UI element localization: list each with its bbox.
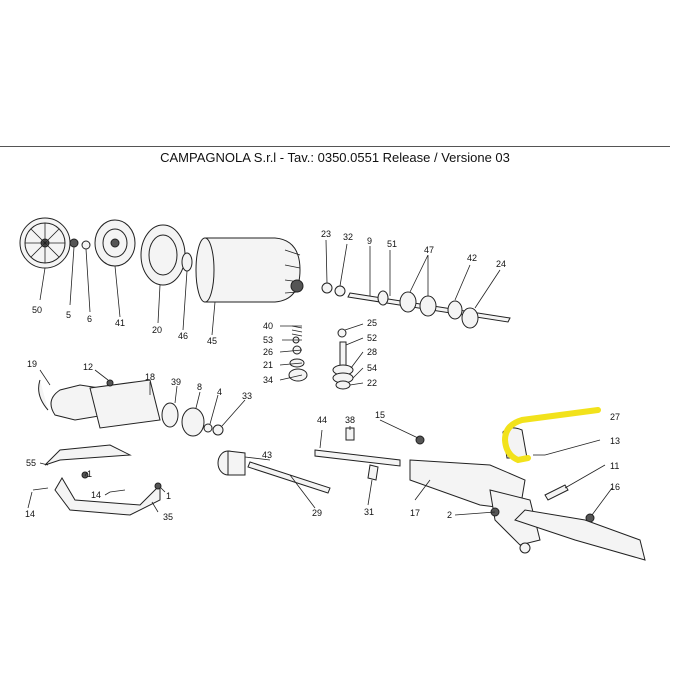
part-label-45: 45 (207, 336, 217, 346)
arm-part-17 (409, 459, 541, 546)
part-label-20: 20 (152, 325, 162, 335)
part-label-5: 5 (66, 310, 71, 320)
part-label-14a: 14 (25, 509, 35, 519)
part-label-12: 12 (83, 362, 93, 372)
valve-assembly-part-52 (332, 328, 354, 390)
bearing-part-46 (181, 252, 193, 272)
part-label-21: 21 (263, 360, 273, 370)
part-label-29: 29 (312, 508, 322, 518)
bearing-part-8 (181, 407, 205, 437)
seal-part-39 (161, 402, 179, 428)
part-label-16: 16 (610, 482, 620, 492)
part-label-33: 33 (242, 391, 252, 401)
link-part-44 (314, 449, 401, 467)
washer-part-5 (69, 238, 79, 248)
part-label-18: 18 (145, 372, 155, 382)
part-label-19: 19 (27, 359, 37, 369)
part-label-40: 40 (263, 321, 273, 331)
part-label-14b: 14 (91, 490, 101, 500)
part-label-6: 6 (87, 314, 92, 324)
part-label-55: 55 (26, 458, 36, 468)
part-label-52: 52 (367, 333, 377, 343)
part-label-27: 27 (610, 412, 620, 422)
part-label-53: 53 (263, 335, 273, 345)
part-label-35: 35 (163, 512, 173, 522)
ring-part-33 (212, 424, 224, 436)
frame-part-35 (54, 477, 161, 516)
bearing-part-51 (377, 290, 389, 306)
bracket-part-55 (44, 444, 132, 466)
part-label-42: 42 (467, 253, 477, 263)
housing-part-18 (50, 379, 161, 429)
seal-part-32 (334, 285, 346, 297)
part-label-47: 47 (424, 245, 434, 255)
part-label-4: 4 (217, 387, 222, 397)
nut-part-6 (81, 240, 91, 250)
part-27-highlight (501, 407, 601, 464)
cover-part-20 (140, 224, 186, 286)
ring-part-23 (321, 282, 333, 294)
part-label-26: 26 (263, 347, 273, 357)
part-label-50: 50 (32, 305, 42, 315)
bracket-lower (514, 509, 646, 561)
part-label-24: 24 (496, 259, 506, 269)
pulley-part-41 (94, 219, 136, 267)
wheel-part-50 (19, 217, 71, 269)
part-label-11: 11 (610, 461, 619, 471)
screw-part-12 (106, 379, 114, 387)
part-label-28: 28 (367, 347, 377, 357)
bolt-part-14a (32, 487, 49, 491)
pin-part-31 (367, 464, 379, 481)
part-label-13: 13 (610, 436, 620, 446)
part-label-43: 43 (262, 450, 272, 460)
part-label-31: 31 (364, 507, 374, 517)
arm-part-19 (38, 379, 49, 411)
part-label-2: 2 (447, 510, 452, 520)
bolt-part-14b (109, 489, 126, 493)
part-label-15: 15 (375, 410, 385, 420)
bushing-part-43 (217, 450, 246, 476)
ring-part-4 (203, 423, 213, 433)
part-label-8: 8 (197, 382, 202, 392)
hole-marker (519, 542, 531, 554)
spring-assembly-part-40 (288, 325, 308, 382)
bearing-part-42 (447, 300, 463, 320)
drawing-title: CAMPAGNOLA S.r.l - Tav.: 0350.0551 Relea… (160, 150, 510, 165)
bushing-part-47a (399, 291, 417, 313)
part-label-32: 32 (343, 232, 353, 242)
part-label-41: 41 (115, 318, 125, 328)
part-label-23: 23 (321, 229, 331, 239)
part-label-1b: 1 (166, 491, 171, 501)
part-label-17: 17 (410, 508, 420, 518)
rod-part-29 (247, 461, 331, 494)
motor-housing-part-45 (195, 237, 304, 303)
part-label-46: 46 (178, 331, 188, 341)
part-label-9: 9 (367, 236, 372, 246)
ring-part-24 (461, 307, 479, 329)
bushing-part-47b (419, 295, 437, 317)
part-label-22: 22 (367, 378, 377, 388)
part-label-44: 44 (317, 415, 327, 425)
part-label-39: 39 (171, 377, 181, 387)
header-rule (0, 146, 670, 147)
part-label-38: 38 (345, 415, 355, 425)
part-label-1a: 1 (87, 469, 92, 479)
part-label-51: 51 (387, 239, 397, 249)
part-label-25: 25 (367, 318, 377, 328)
bolt-part-1b (154, 482, 162, 490)
part-label-54: 54 (367, 363, 377, 373)
bolt-part-11 (544, 484, 569, 501)
part-label-34: 34 (263, 375, 273, 385)
